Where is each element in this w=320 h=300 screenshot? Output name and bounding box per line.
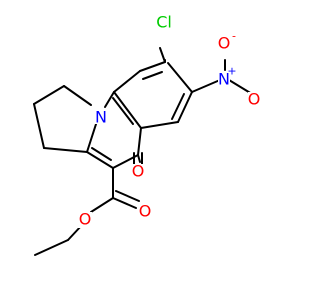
nitro-oxygen-minus-label: O [218,34,231,53]
nitro-n-bg [218,72,230,86]
chlorine-label: Cl [156,13,172,32]
bond-ester-c-o-double-a [112,197,137,209]
bond-c7-c6 [167,62,193,93]
bond-ketone-c [137,154,141,163]
molecule-structure: Cl N N + O - O O O O [33,12,260,256]
nitro-oxygen-double-label: O [248,90,261,109]
nitro-o-minus-bg [218,36,230,50]
ester-o-double-bg [138,204,152,220]
bond-ch2-b-ch2-c [33,103,45,149]
bond-c6-c5 [177,91,193,123]
bond-n-o-double [228,79,253,95]
nitro-o-charge: - [232,30,236,43]
ketone-oxygen-label: O [132,162,145,181]
bonds [33,47,253,256]
bond-c5-c4a [140,121,179,129]
bond-c6-n-nitro [191,79,221,93]
bond-n1-ch2-a [63,85,92,106]
ring-n-bg [95,110,107,124]
bond-ester-c-o-single [90,197,114,213]
cl-bg [151,12,177,32]
bond-c3-c3a-inner [91,147,112,161]
bond-c4a-c8a-inner [112,97,134,125]
bond-c8a-n1 [104,91,115,108]
bond-c3-c3a [86,151,114,169]
ester-oxygen-single-label: O [79,210,92,229]
nitro-n-charge: + [227,65,236,78]
bond-c6-c5-inner [171,93,185,120]
nitro-nitrogen-label: N [218,70,230,89]
ester-oxygen-double-label: O [139,202,152,221]
ketone-o-bg [131,164,145,180]
ester-o-single-bg [78,212,92,228]
bond-ester-c-o-double-b [115,190,140,202]
bond-c8-c7-inner [142,71,163,80]
bond-c4a-c8a [113,91,142,129]
ring-nitrogen-label: N [95,108,107,127]
atom-labels: Cl N N + O - O O O O [78,12,260,229]
bond-ch2-a-ch2-b [33,85,65,105]
bond-c8a-c8 [113,70,141,93]
bond-c8-c7 [139,61,166,72]
bond-c4a-c4 [137,127,142,156]
bond-c3a-n1 [86,120,98,153]
nitro-o-double-bg [248,92,260,106]
bond-ch2-c-c3a [43,147,88,153]
bond-ch2-ch3 [34,239,69,256]
